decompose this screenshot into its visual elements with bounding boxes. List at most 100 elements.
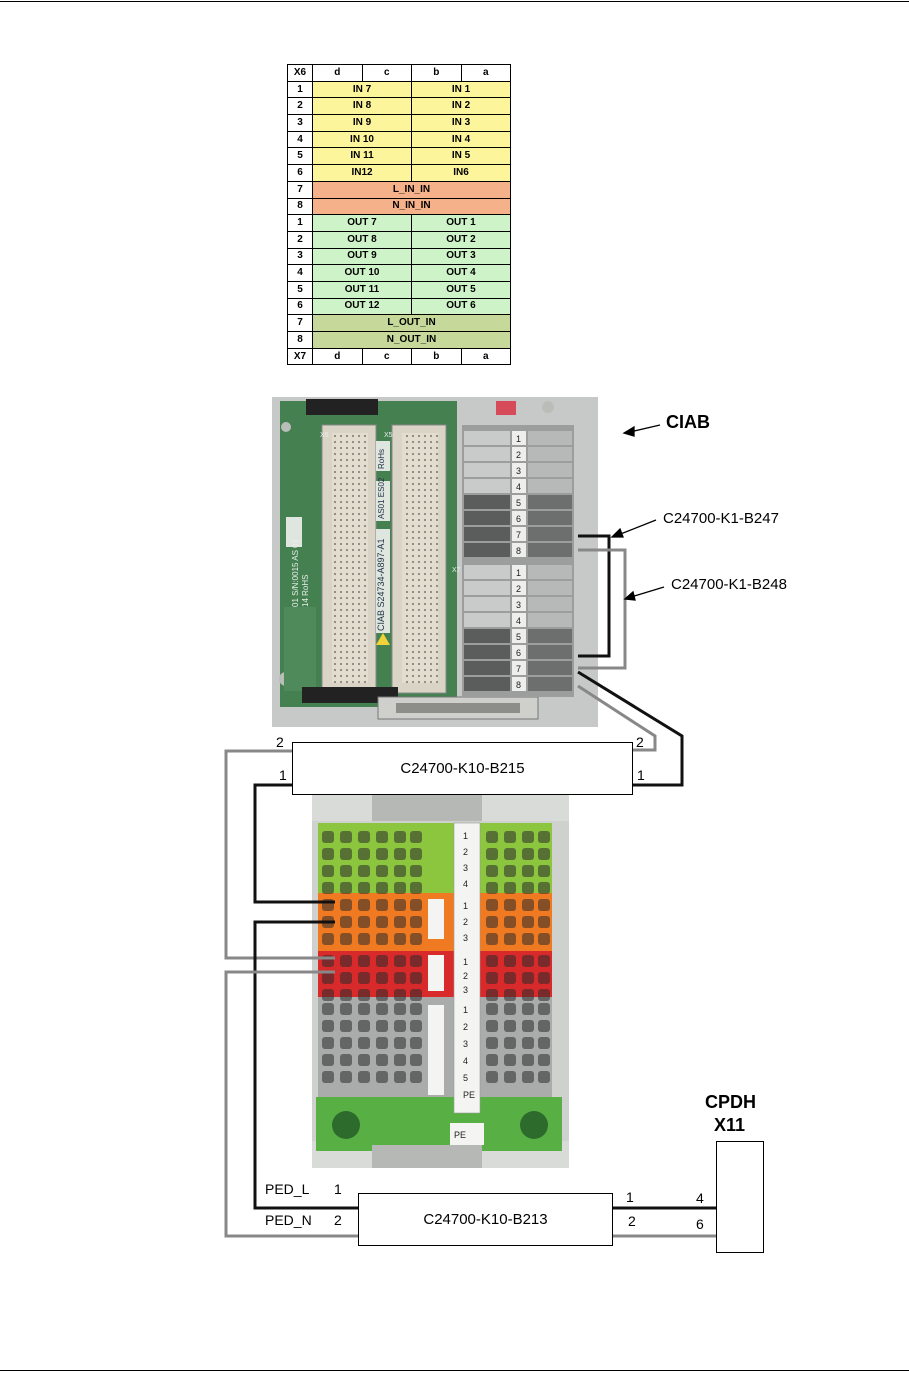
pin-number-cell: 4 <box>287 130 313 149</box>
terminal-hole <box>538 865 550 877</box>
wire-ped-n <box>224 970 358 1238</box>
signal-cell-ba: IN 1 <box>411 80 511 99</box>
terminal-hole <box>410 865 422 877</box>
terminal-hole <box>486 831 498 843</box>
terminal-clamp <box>464 629 510 643</box>
ped-n-label: PED_N <box>265 1212 312 1228</box>
terminal-number: 6 <box>516 648 521 658</box>
terminal-hole <box>522 899 534 911</box>
terminal-hole <box>376 882 388 894</box>
arrow-ciab <box>629 424 661 433</box>
terminal-hole <box>358 848 370 860</box>
terminal-clamp <box>528 527 572 541</box>
header-cell: X7 <box>287 347 313 366</box>
terminal-clamp <box>528 597 572 611</box>
terminal-number: 2 <box>516 584 521 594</box>
terminal-hole <box>358 916 370 928</box>
terminal-hole <box>504 933 516 945</box>
terminal-hole <box>340 972 352 984</box>
terminal-hole <box>322 989 334 1001</box>
terminal-hole <box>504 882 516 894</box>
terminal-hole <box>394 933 406 945</box>
terminal-hole <box>394 848 406 860</box>
bottom-rule <box>0 1370 909 1371</box>
terminal-hole <box>486 899 498 911</box>
terminal-holes <box>322 831 550 1083</box>
terminal-hole <box>410 955 422 967</box>
b213-pin-right-bottom: 2 <box>628 1213 636 1229</box>
arrow-ciab-head <box>622 425 635 437</box>
board-text-part: CIAB S24734-A897-A1 <box>376 538 386 631</box>
wire-b248 <box>578 548 627 670</box>
pin-number-cell: 7 <box>287 180 313 199</box>
terminal-hole <box>522 1037 534 1049</box>
terminal-hole <box>340 955 352 967</box>
pin-number-cell: 2 <box>287 97 313 116</box>
terminal-hole <box>522 955 534 967</box>
arrow-b248 <box>630 586 665 598</box>
terminal-hole <box>394 972 406 984</box>
terminal-marker: 4 <box>463 1056 468 1066</box>
terminal-hole <box>358 831 370 843</box>
terminal-hole <box>340 1020 352 1032</box>
terminal-hole <box>394 916 406 928</box>
terminal-label-tag <box>512 495 526 509</box>
terminal-hole <box>522 933 534 945</box>
wire-ped-l <box>253 920 358 1210</box>
terminal-hole <box>410 1037 422 1049</box>
terminal-marker: 3 <box>463 863 468 873</box>
terminal-hole <box>358 1054 370 1066</box>
terminal-hole <box>376 1037 388 1049</box>
signal-cell-dc: IN 8 <box>312 97 412 116</box>
terminal-number: 7 <box>516 664 521 674</box>
terminal-marker: 1 <box>463 1005 468 1015</box>
signal-cell-dc: IN 11 <box>312 147 412 166</box>
terminal-clamp <box>528 629 572 643</box>
terminal-marker: 3 <box>463 1039 468 1049</box>
terminal-hole <box>340 916 352 928</box>
terminal-hole <box>522 1020 534 1032</box>
pin-number-cell: 5 <box>287 280 313 299</box>
terminal-hole <box>538 1037 550 1049</box>
terminal-hole <box>394 955 406 967</box>
terminal-marker: 1 <box>463 957 468 967</box>
terminal-hole <box>410 916 422 928</box>
terminal-hole <box>376 831 388 843</box>
cpdh-pin-6: 6 <box>696 1216 704 1232</box>
cable-label-b215: C24700-K10-B215 <box>400 760 525 777</box>
cable-label-b248: C24700-K1-B248 <box>671 576 787 593</box>
terminal-number: 6 <box>516 514 521 524</box>
terminal-hole <box>322 1054 334 1066</box>
terminal-hole <box>410 1020 422 1032</box>
terminal-label-tag <box>512 613 526 627</box>
terminal-clamp <box>528 613 572 627</box>
terminal-hole <box>394 1020 406 1032</box>
signal-cell-dc: OUT 10 <box>312 264 412 282</box>
terminal-hole <box>394 882 406 894</box>
terminal-clamp <box>464 677 510 691</box>
terminal-hole <box>522 1071 534 1083</box>
terminal-hole <box>358 1037 370 1049</box>
terminal-hole <box>376 1071 388 1083</box>
terminal-hole <box>504 865 516 877</box>
terminal-label-tag <box>512 661 526 675</box>
wire-b215-left-1 <box>253 783 335 904</box>
terminal-hole <box>504 1071 516 1083</box>
terminal-hole <box>522 831 534 843</box>
terminal-hole <box>376 1054 388 1066</box>
ped-n-pin: 2 <box>334 1212 342 1228</box>
terminal-hole <box>486 1020 498 1032</box>
header-cell: a <box>460 347 511 366</box>
terminal-hole <box>394 1054 406 1066</box>
terminal-clamp <box>528 661 572 675</box>
terminal-hole <box>504 1054 516 1066</box>
terminal-hole <box>504 1037 516 1049</box>
